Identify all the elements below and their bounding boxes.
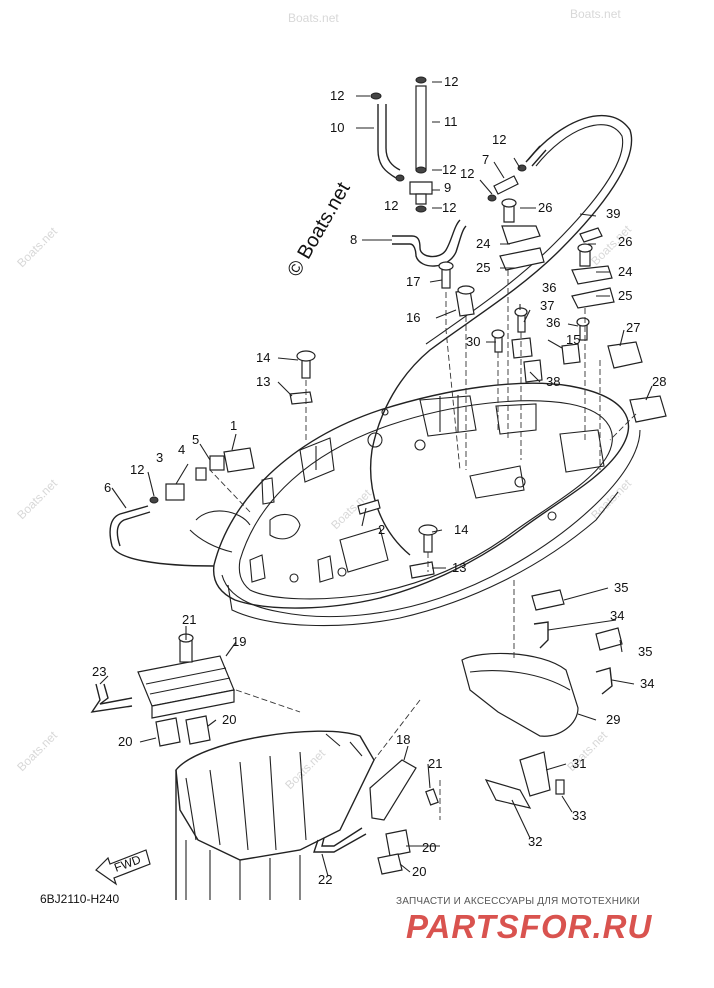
fittings-left xyxy=(109,447,255,567)
watermark-top: Boats.net xyxy=(288,11,339,25)
callout-34: 34 xyxy=(610,608,624,623)
callout-12: 12 xyxy=(460,166,474,181)
fasteners-center xyxy=(289,261,667,579)
callout-33: 33 xyxy=(572,808,586,823)
callout-23: 23 xyxy=(92,664,106,679)
callout-3: 3 xyxy=(156,450,163,465)
callout-28: 28 xyxy=(652,374,666,389)
callout-18: 18 xyxy=(396,732,410,747)
callout-7: 7 xyxy=(482,152,489,167)
filter-assembly-center xyxy=(313,759,439,875)
watermark-main: © Boats.net xyxy=(283,178,355,280)
callout-32: 32 xyxy=(528,834,542,849)
callout-37: 37 xyxy=(540,298,554,313)
brand-tagline: ЗАПЧАСТИ И АКСЕССУАРЫ ДЛЯ МОТОТЕХНИКИ xyxy=(396,896,641,907)
diagram-code: 6BJ2110-H240 xyxy=(40,892,120,906)
callout-13: 13 xyxy=(256,374,270,389)
callout-39: 39 xyxy=(606,206,620,221)
brackets-top-right xyxy=(499,198,615,309)
callout-5: 5 xyxy=(192,432,199,447)
hose-loop xyxy=(369,114,633,556)
callout-29: 29 xyxy=(606,712,620,727)
callout-27: 27 xyxy=(626,320,640,335)
callout-20: 20 xyxy=(422,840,436,855)
filter-assembly-left xyxy=(90,633,235,747)
callout-24: 24 xyxy=(476,236,490,251)
fwd-arrow: FWD xyxy=(95,849,151,886)
callout-15: 15 xyxy=(566,332,580,347)
callout-12: 12 xyxy=(330,88,344,103)
callout-10: 10 xyxy=(330,120,344,135)
watermark-center-bottom: Boats.net xyxy=(282,746,328,792)
lower-pan xyxy=(175,730,375,900)
callout-4: 4 xyxy=(178,442,185,457)
callout-12: 12 xyxy=(492,132,506,147)
bottom-cowling xyxy=(189,382,641,627)
callout-25: 25 xyxy=(476,260,490,275)
callout-12: 12 xyxy=(442,200,456,215)
callout-16: 16 xyxy=(406,310,420,325)
callout-26: 26 xyxy=(538,200,552,215)
callout-36: 36 xyxy=(546,315,560,330)
callout-21: 21 xyxy=(428,756,442,771)
brand-logo[interactable]: ЗАПЧАСТИ И АКСЕССУАРЫ ДЛЯ МОТОТЕХНИКИ PA… xyxy=(396,896,696,956)
callout-30: 30 xyxy=(466,334,480,349)
watermark-top-right: Boats.net xyxy=(570,7,621,21)
muffler-right xyxy=(461,589,623,809)
callout-20: 20 xyxy=(118,734,132,749)
hose-loop-inner xyxy=(425,124,624,345)
callout-12: 12 xyxy=(444,74,458,89)
callout-12: 12 xyxy=(384,198,398,213)
callout-35: 35 xyxy=(638,644,652,659)
callout-6: 6 xyxy=(104,480,111,495)
callout-14: 14 xyxy=(256,350,270,365)
callout-12: 12 xyxy=(130,462,144,477)
callout-14: 14 xyxy=(454,522,468,537)
callout-13: 13 xyxy=(452,560,466,575)
watermark-left-3: Boats.net xyxy=(14,728,60,774)
callout-31: 31 xyxy=(572,756,586,771)
callout-35: 35 xyxy=(614,580,628,595)
callout-34: 34 xyxy=(640,676,654,691)
callout-22: 22 xyxy=(318,872,332,887)
callout-25: 25 xyxy=(618,288,632,303)
callout-11: 11 xyxy=(444,114,458,129)
watermark-left-1: Boats.net xyxy=(14,224,60,270)
callout-26: 26 xyxy=(618,234,632,249)
callout-17: 17 xyxy=(406,274,420,289)
callout-2: 2 xyxy=(378,522,385,537)
hose-parts-top-left xyxy=(370,76,547,267)
callout-1: 1 xyxy=(230,418,237,433)
brand-name: PARTSFOR.RU xyxy=(406,908,653,945)
callout-12: 12 xyxy=(442,162,456,177)
callout-21: 21 xyxy=(182,612,196,627)
dashed-reference-lines xyxy=(209,270,637,820)
leader-lines xyxy=(99,81,653,877)
watermark-left-2: Boats.net xyxy=(14,476,60,522)
callout-19: 19 xyxy=(232,634,246,649)
callout-8: 8 xyxy=(350,232,357,247)
callout-9: 9 xyxy=(444,180,451,195)
callout-20: 20 xyxy=(222,712,236,727)
callout-38: 38 xyxy=(546,374,560,389)
callout-36: 36 xyxy=(542,280,556,295)
watermark-right-2: Boats.net xyxy=(588,476,634,522)
callout-20: 20 xyxy=(412,864,426,879)
callout-24: 24 xyxy=(618,264,632,279)
